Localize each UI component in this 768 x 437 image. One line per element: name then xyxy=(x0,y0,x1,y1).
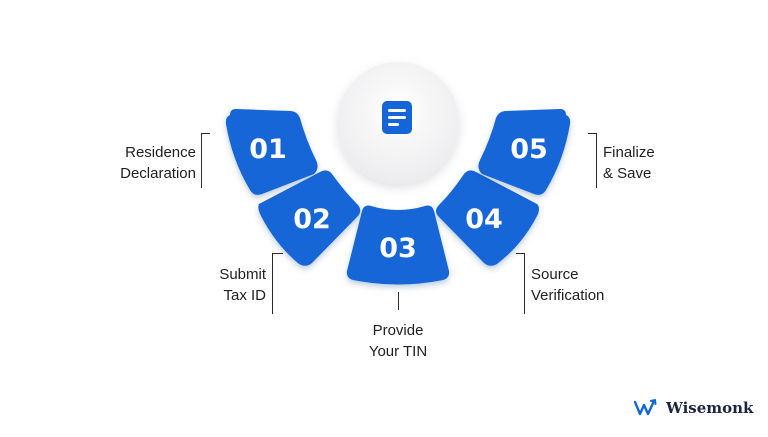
bracket-05 xyxy=(588,133,597,188)
step-number-05: 05 xyxy=(510,134,548,165)
step-number-01: 01 xyxy=(249,134,287,165)
step-label-02: Submit Tax ID xyxy=(219,266,266,304)
step-number-03: 03 xyxy=(379,233,417,264)
step-number-04: 04 xyxy=(465,204,503,235)
step-segment-03 xyxy=(346,205,450,285)
step-segment-05 xyxy=(478,109,571,195)
step-segment-02 xyxy=(258,170,361,266)
step-segment-04 xyxy=(436,170,539,266)
step-segment-01 xyxy=(225,109,318,195)
step-label-01: Residence Declaration xyxy=(120,144,196,182)
brand-name: Wisemonk xyxy=(666,399,754,417)
step-label-03: Provide Your TIN xyxy=(368,322,428,360)
brand-logo: Wisemonk xyxy=(634,397,753,419)
step-label-04: Source Verification xyxy=(531,266,605,304)
wisemonk-logo-icon xyxy=(634,399,657,416)
step-label-05: Finalize & Save xyxy=(603,144,655,182)
step-number-02: 02 xyxy=(293,204,331,235)
bracket-03 xyxy=(398,292,399,310)
bracket-01 xyxy=(201,133,210,188)
document-icon xyxy=(382,101,412,134)
bracket-04 xyxy=(516,253,525,314)
bracket-02 xyxy=(272,253,283,314)
